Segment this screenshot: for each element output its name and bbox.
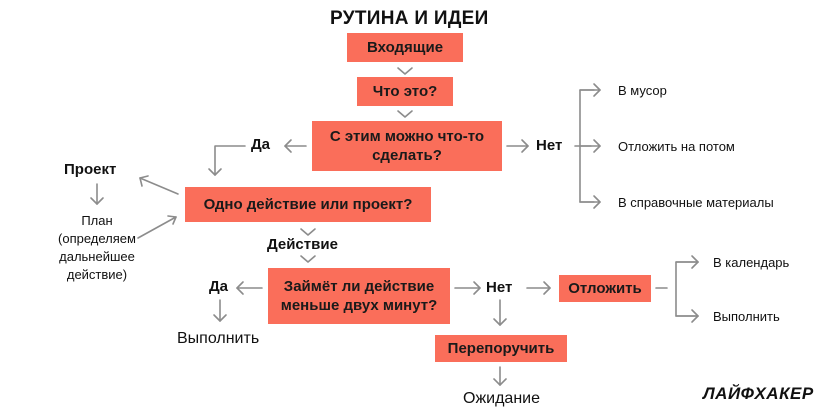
page-title: РУТИНА И ИДЕИ	[330, 8, 489, 29]
arrow-plan-to-action-head	[167, 215, 177, 225]
arrow-lines	[90, 67, 699, 386]
outcome-reference: В справочные материалы	[618, 195, 774, 210]
arrow-yes-to-action-head	[208, 168, 222, 176]
arrow-actionable-yes-head	[284, 139, 292, 153]
box-delegate: Перепоручить	[435, 335, 567, 362]
arrow-no-to-delegate-head	[493, 318, 507, 326]
box-inbox: Входящие	[347, 33, 463, 62]
arrow-to-project-line	[139, 177, 179, 195]
arrow-trash-head	[593, 83, 601, 97]
chevron-what-to-actionable	[397, 110, 413, 118]
arrow-execute-head	[691, 309, 699, 323]
outcome-execute: Выполнить	[713, 309, 780, 324]
label-waiting: Ожидание	[463, 390, 540, 407]
arrow-actionable-no-head	[521, 139, 529, 153]
arrow-yes-to-do-head	[213, 314, 227, 322]
outcome-trash: В мусор	[618, 83, 667, 98]
arrow-no-to-defer-head	[543, 281, 551, 295]
box-defer: Отложить	[559, 275, 651, 302]
box-two-minutes: Займёт ли действие меньше двух минут?	[268, 268, 450, 324]
label-project: Проект	[64, 161, 117, 178]
arrow-two-min-yes-head	[236, 281, 244, 295]
label-do-it: Выполнить	[177, 330, 260, 347]
box-action-or-project: Одно действие или проект?	[185, 187, 431, 222]
arrow-calendar-head	[691, 255, 699, 269]
label-no-bottom: Нет	[486, 279, 513, 296]
chevron-inbox-to-what	[397, 67, 413, 75]
arrow-plan-to-action-line	[137, 216, 177, 239]
label-yes-top: Да	[251, 136, 271, 153]
arrow-delegate-to-waiting-head	[493, 378, 507, 386]
chevron-to-two-minutes	[300, 255, 316, 263]
label-no-top: Нет	[536, 137, 563, 154]
label-action: Действие	[267, 236, 338, 253]
box-actionable: С этим можно что-то сделать?	[312, 121, 502, 171]
arrow-project-to-plan-head	[90, 197, 104, 205]
chevron-action-down	[300, 228, 316, 236]
brand-logo: ЛАЙФХАКЕР	[703, 384, 814, 403]
arrow-to-project-head	[139, 175, 149, 187]
arrow-yes-to-action-line	[214, 145, 246, 176]
arrow-two-min-no-head	[473, 281, 481, 295]
box-what-is-it: Что это?	[357, 77, 453, 106]
arrow-later-head	[593, 139, 601, 153]
label-yes-bottom: Да	[209, 278, 229, 295]
label-plan: План (определяем дальнейшее действие)	[58, 213, 136, 282]
bracket-deferred	[675, 261, 699, 317]
outcome-later: Отложить на потом	[618, 139, 735, 154]
outcome-calendar: В календарь	[713, 255, 790, 270]
arrow-reference-head	[593, 195, 601, 209]
